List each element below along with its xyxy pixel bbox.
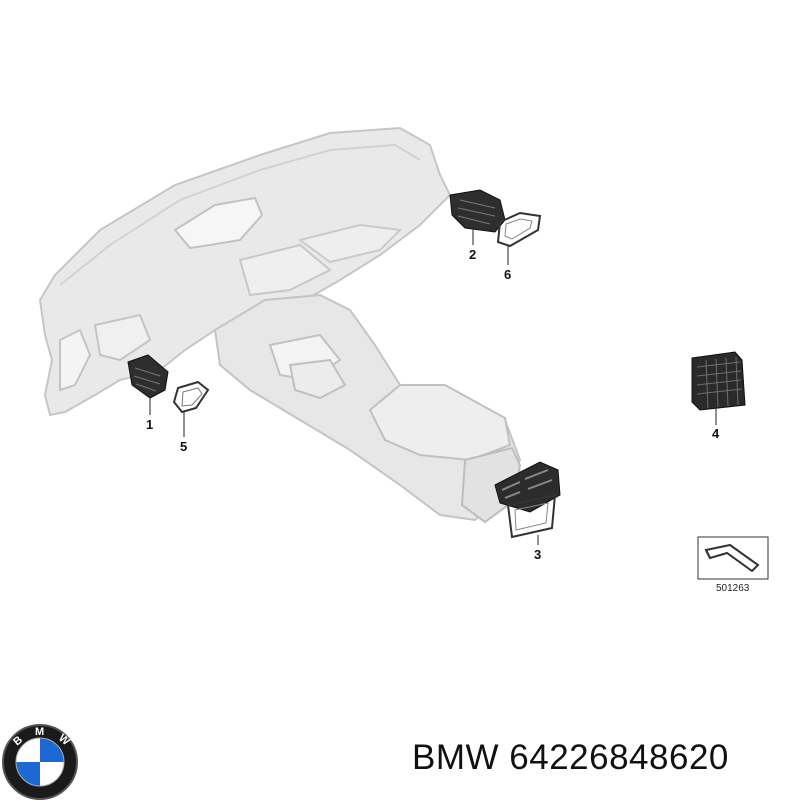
- callout-6: 6: [504, 267, 512, 282]
- trim-part-6: [496, 211, 542, 248]
- grille-part-4: [691, 351, 746, 411]
- callout-lines: [149, 228, 717, 545]
- reference-code: 501263: [716, 583, 750, 594]
- rear-vent-part-3: [494, 461, 561, 539]
- callout-3: 3: [534, 547, 542, 562]
- bmw-logo: B M W: [0, 722, 84, 806]
- part-number-title: BMW 64226848620: [412, 738, 729, 777]
- vent-part-1: [127, 354, 169, 399]
- vent-part-2: [449, 189, 506, 233]
- trim-part-5: [172, 380, 210, 414]
- callout-1: 1: [146, 417, 154, 432]
- center-console: [213, 293, 522, 524]
- logo-letter-m: M: [35, 726, 44, 738]
- callout-5: 5: [180, 439, 188, 454]
- reference-box: [697, 536, 769, 580]
- callout-2: 2: [469, 247, 477, 262]
- callout-4: 4: [712, 426, 720, 441]
- parts-diagram: [38, 126, 769, 580]
- dashboard-panel: [38, 126, 452, 417]
